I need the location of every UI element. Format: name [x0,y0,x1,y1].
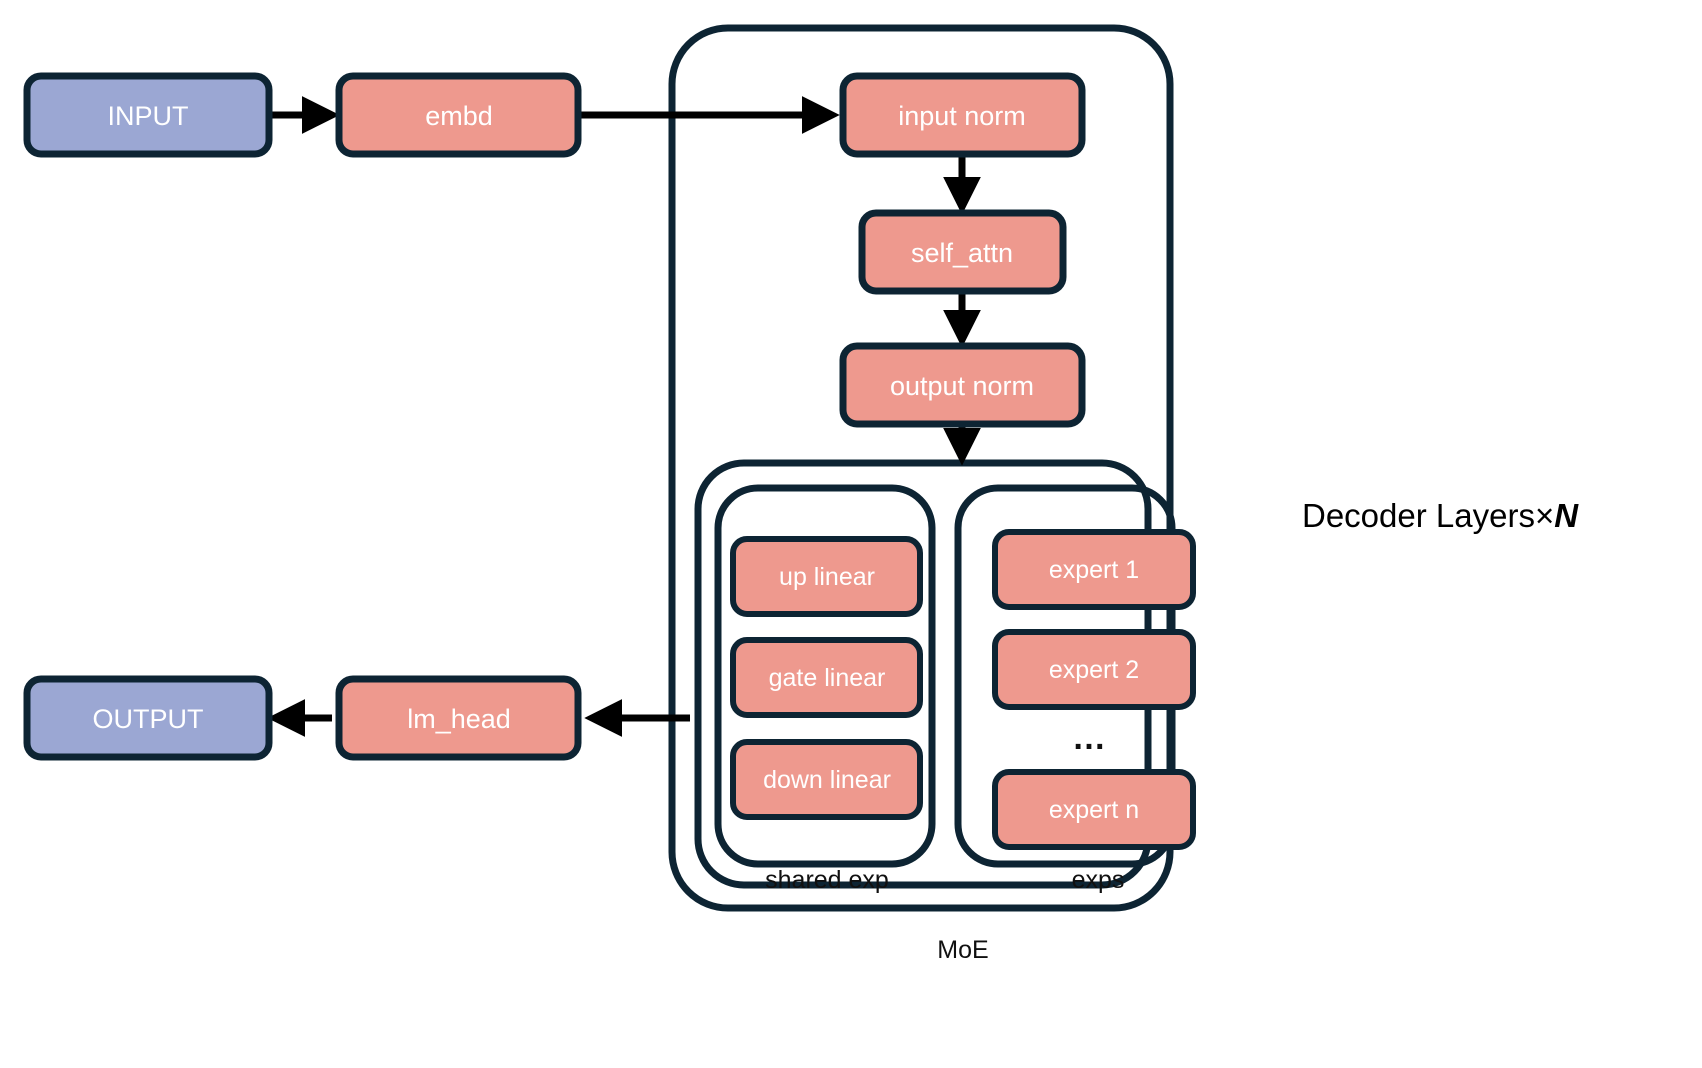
node-input[interactable]: INPUT [23,72,273,158]
decoder-layers-annotation-text: Decoder Layers× [1302,497,1554,534]
node-expert-2[interactable]: expert 2 [992,629,1196,710]
node-gate-linear[interactable]: gate linear [730,637,923,718]
decoder-layers-annotation-count: N [1554,497,1579,534]
node-up-linear[interactable]: up linear [730,536,923,617]
shared-exp-label: shared exp [765,866,889,894]
decoder-layer-container [668,24,1174,912]
shared-exp-container [714,484,936,868]
node-self-attn[interactable]: self_attn [858,209,1067,295]
node-output[interactable]: OUTPUT [23,675,273,761]
decoder-layers-annotation: Decoder Layers×N [1302,497,1579,534]
exps-label: exps [1072,866,1125,894]
node-output-norm[interactable]: output norm [839,342,1086,428]
experts-ellipsis: … [1072,719,1108,757]
moe-label: MoE [937,936,988,964]
node-embd[interactable]: embd [335,72,582,158]
node-input-norm[interactable]: input norm [839,72,1086,158]
node-expert-1[interactable]: expert 1 [992,529,1196,610]
node-expert-n[interactable]: expert n [992,769,1196,850]
node-down-linear[interactable]: down linear [730,739,923,820]
node-lm-head[interactable]: lm_head [335,675,582,761]
